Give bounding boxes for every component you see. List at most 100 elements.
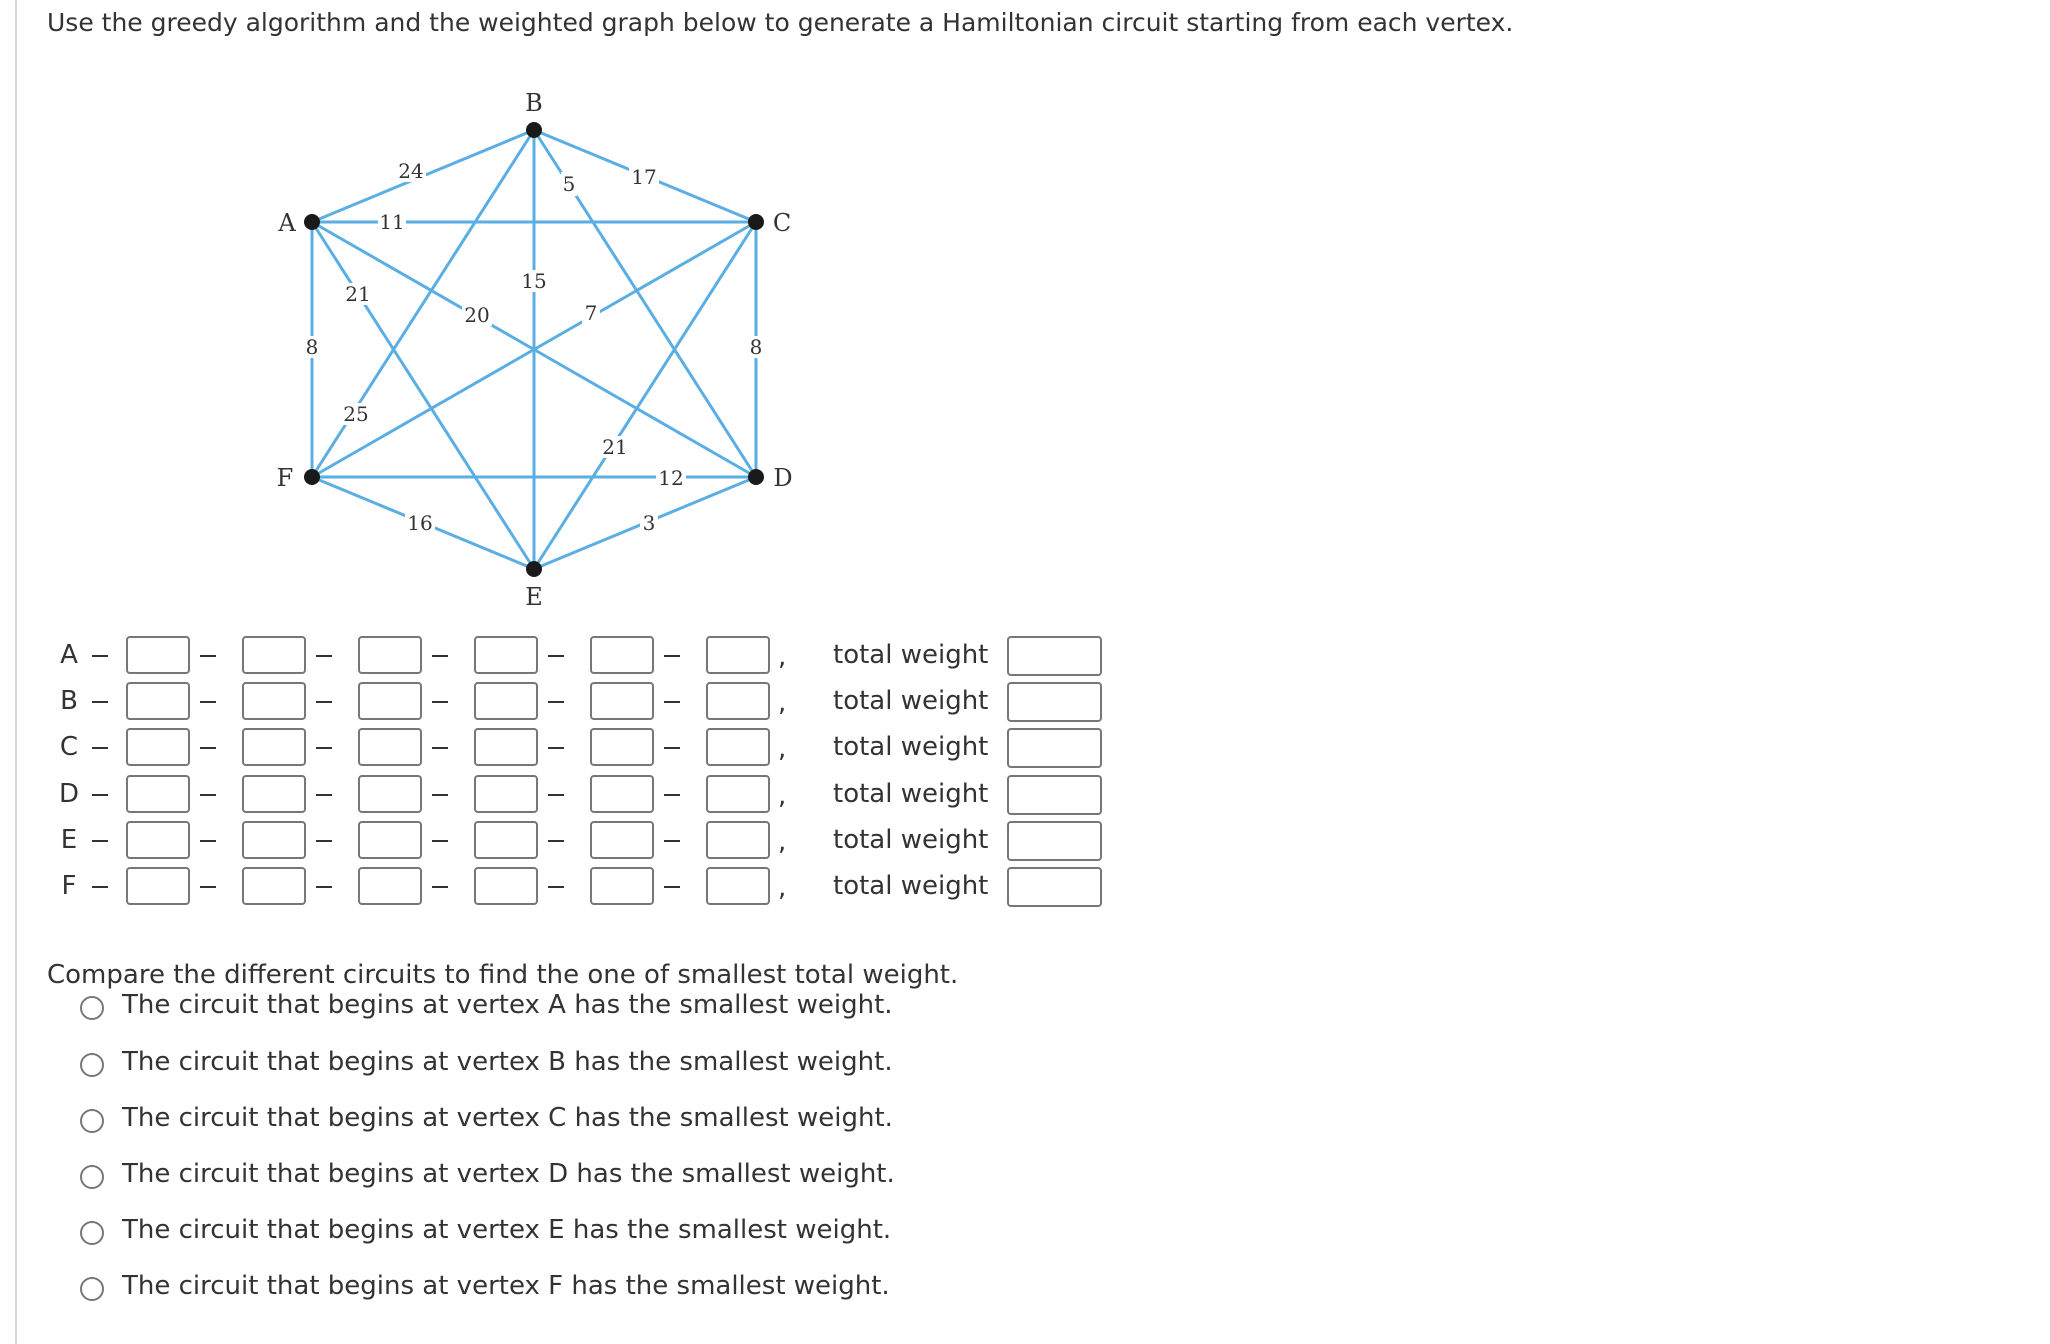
radio-button[interactable] [80,1277,104,1301]
separator-dash [548,655,564,657]
radio-button[interactable] [80,1221,104,1245]
vertex-input-2[interactable] [242,728,306,766]
separator-dash [200,701,216,703]
weight-b-f: 25 [343,402,368,426]
vertex-input-1[interactable] [126,636,190,674]
vertex-input-5[interactable] [590,821,654,859]
separator-dash [432,794,448,796]
vertex-input-1[interactable] [126,682,190,720]
vertex-input-6[interactable] [706,636,770,674]
comma: , [778,873,787,903]
vertex-input-4[interactable] [474,728,538,766]
separator-dash [200,886,216,888]
vertex-label-c: C [773,209,791,237]
answer-option-label: The circuit that begins at vertex D has … [122,1159,895,1189]
vertex-input-3[interactable] [358,728,422,766]
start-vertex-label: F [61,871,77,901]
total-weight-input[interactable] [1007,636,1102,676]
vertex-input-4[interactable] [474,821,538,859]
separator-dash [92,886,108,888]
vertex-label-b: B [525,89,543,117]
separator-dash [664,655,680,657]
vertex-input-2[interactable] [242,775,306,813]
vertex-input-4[interactable] [474,636,538,674]
vertex-input-1[interactable] [126,821,190,859]
separator-dash [200,840,216,842]
compare-prompt: Compare the different circuits to find t… [47,960,959,990]
vertex-input-3[interactable] [358,867,422,905]
vertex-c [748,214,764,230]
start-vertex-label: E [60,825,78,855]
vertex-input-1[interactable] [126,728,190,766]
weighted-graph: 24 11 8 21 20 17 5 15 25 8 21 7 12 3 16 … [277,89,793,611]
total-weight-label: total weight [833,871,989,901]
vertex-input-2[interactable] [242,682,306,720]
radio-button[interactable] [80,1109,104,1133]
total-weight-input[interactable] [1007,867,1102,907]
weight-d-e: 3 [643,511,656,535]
vertex-input-2[interactable] [242,867,306,905]
total-weight-label: total weight [833,640,989,670]
separator-dash [316,840,332,842]
vertex-input-1[interactable] [126,775,190,813]
weight-b-e: 15 [521,269,546,293]
vertex-input-5[interactable] [590,728,654,766]
vertex-input-3[interactable] [358,821,422,859]
vertex-input-6[interactable] [706,821,770,859]
answer-option-label: The circuit that begins at vertex B has … [122,1047,893,1077]
vertex-e [526,561,542,577]
radio-button[interactable] [80,996,104,1020]
separator-dash [432,840,448,842]
separator-dash [316,747,332,749]
separator-dash [432,701,448,703]
vertex-input-4[interactable] [474,682,538,720]
total-weight-input[interactable] [1007,682,1102,722]
comma: , [778,642,787,672]
start-vertex-label: A [60,640,78,670]
separator-dash [664,747,680,749]
separator-dash [200,655,216,657]
question-title: Use the greedy algorithm and the weighte… [47,8,1514,37]
vertex-input-2[interactable] [242,821,306,859]
weight-a-d: 20 [464,303,489,327]
vertex-input-5[interactable] [590,682,654,720]
radio-button[interactable] [80,1165,104,1189]
vertex-input-5[interactable] [590,636,654,674]
separator-dash [92,747,108,749]
answer-option-label: The circuit that begins at vertex E has … [122,1215,892,1245]
separator-dash [200,794,216,796]
radio-button[interactable] [80,1053,104,1077]
vertex-input-6[interactable] [706,728,770,766]
vertex-input-3[interactable] [358,682,422,720]
weight-b-c: 17 [631,165,656,189]
vertex-input-2[interactable] [242,636,306,674]
separator-dash [548,701,564,703]
total-weight-input[interactable] [1007,728,1102,768]
start-vertex-label: D [58,779,80,809]
vertex-input-6[interactable] [706,682,770,720]
total-weight-input[interactable] [1007,821,1102,861]
separator-dash [548,747,564,749]
total-weight-label: total weight [833,779,989,809]
vertex-d [748,469,764,485]
vertex-input-3[interactable] [358,775,422,813]
graph-edges [310,128,758,571]
separator-dash [548,840,564,842]
total-weight-input[interactable] [1007,775,1102,815]
comma: , [778,688,787,718]
weight-a-e: 21 [345,282,370,306]
vertex-input-4[interactable] [474,867,538,905]
start-vertex-label: B [60,686,78,716]
separator-dash [432,655,448,657]
vertex-input-6[interactable] [706,867,770,905]
vertex-input-3[interactable] [358,636,422,674]
vertex-input-5[interactable] [590,867,654,905]
vertex-input-5[interactable] [590,775,654,813]
vertex-input-4[interactable] [474,775,538,813]
vertex-input-6[interactable] [706,775,770,813]
separator-dash [432,747,448,749]
answer-option-label: The circuit that begins at vertex A has … [122,990,893,1020]
vertex-input-1[interactable] [126,867,190,905]
answer-option-label: The circuit that begins at vertex F has … [122,1271,890,1301]
separator-dash [92,655,108,657]
